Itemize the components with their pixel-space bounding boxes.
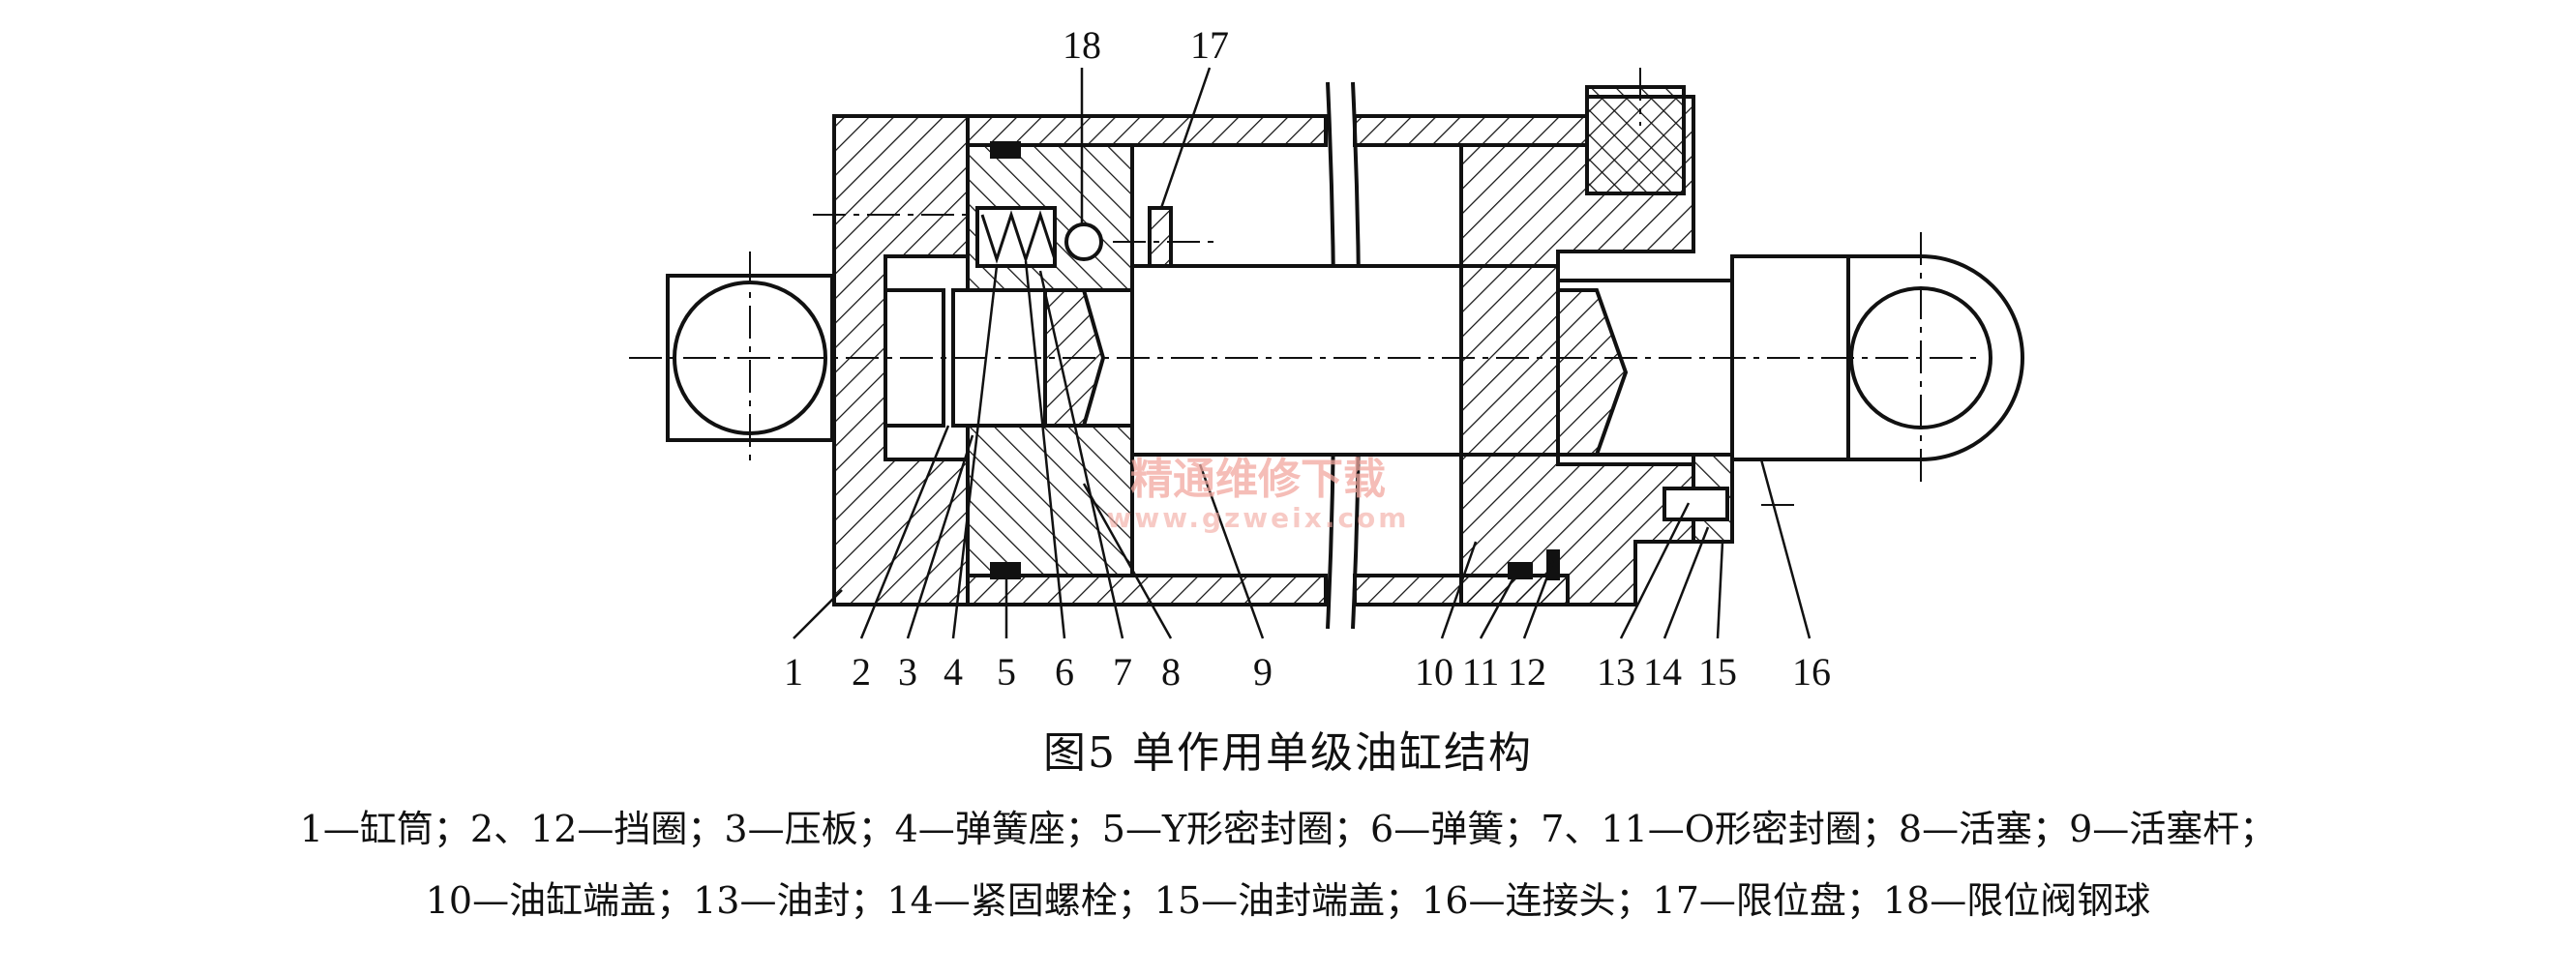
rod-end-cone <box>1556 288 1629 457</box>
leader-line <box>1522 560 1555 639</box>
leader-line <box>1440 541 1478 639</box>
part-label-1: 1 <box>784 650 803 694</box>
barrel-top-wall-right <box>1353 114 1589 147</box>
part-label-13: 13 <box>1597 650 1635 694</box>
connector-eye <box>1848 254 2024 461</box>
part-label-7: 7 <box>1113 650 1132 694</box>
oil-port <box>1585 85 1686 195</box>
leader-line <box>1759 458 1812 639</box>
watermark-text: 精通维修下载 <box>1130 455 1386 504</box>
part-label-8: 8 <box>1161 650 1181 694</box>
leader-line <box>1619 502 1691 639</box>
leader-line <box>793 589 843 639</box>
barrel-top-wall <box>966 114 1328 147</box>
leader-line <box>1716 541 1724 639</box>
figure-title: 图5 单作用单级油缸结构 <box>1043 728 1533 778</box>
leader-line <box>1159 67 1212 209</box>
y-seal <box>990 562 1021 579</box>
y-seal <box>990 141 1021 159</box>
part-label-6: 6 <box>1055 650 1074 694</box>
part-label-18: 18 <box>1063 23 1101 67</box>
limit-valve-ball <box>1064 222 1103 261</box>
barrel-bottom-wall <box>966 574 1328 606</box>
leader-line <box>906 434 974 639</box>
part-label-12: 12 <box>1508 650 1546 694</box>
limit-disc <box>1148 206 1173 273</box>
part-label-16: 16 <box>1792 650 1831 694</box>
part-label-17: 17 <box>1190 23 1229 67</box>
leader-line <box>859 425 950 639</box>
leader-line <box>1038 270 1124 639</box>
part-label-11: 11 <box>1462 650 1500 694</box>
retaining-ring <box>1546 549 1560 580</box>
part-label-5: 5 <box>997 650 1016 694</box>
leader-line <box>1024 260 1066 639</box>
part-label-14: 14 <box>1643 650 1682 694</box>
spring <box>980 210 1057 264</box>
part-label-9: 9 <box>1253 650 1273 694</box>
leader-line <box>1479 570 1519 639</box>
part-label-2: 2 <box>852 650 871 694</box>
watermark-url: www.gzweix.com <box>1107 502 1410 534</box>
legend-line-2: 10—油缸端盖；13—油封；14—紧固螺栓；15—油封端盖；16—连接头；17—… <box>425 879 2151 922</box>
leader-line <box>951 265 999 639</box>
part-label-15: 15 <box>1698 650 1737 694</box>
part-label-4: 4 <box>944 650 963 694</box>
o-ring <box>1508 562 1533 579</box>
leader-line <box>1082 483 1173 639</box>
leader-line <box>1198 463 1265 639</box>
legend-line-1: 1—缸筒；2、12—挡圈；3—压板；4—弹簧座；5—Y形密封圈；6—弹簧；7、1… <box>299 808 2277 850</box>
leader-line <box>1662 526 1710 639</box>
fastening-bolt <box>1662 487 1729 521</box>
part-label-3: 3 <box>898 650 917 694</box>
part-label-10: 10 <box>1415 650 1453 694</box>
